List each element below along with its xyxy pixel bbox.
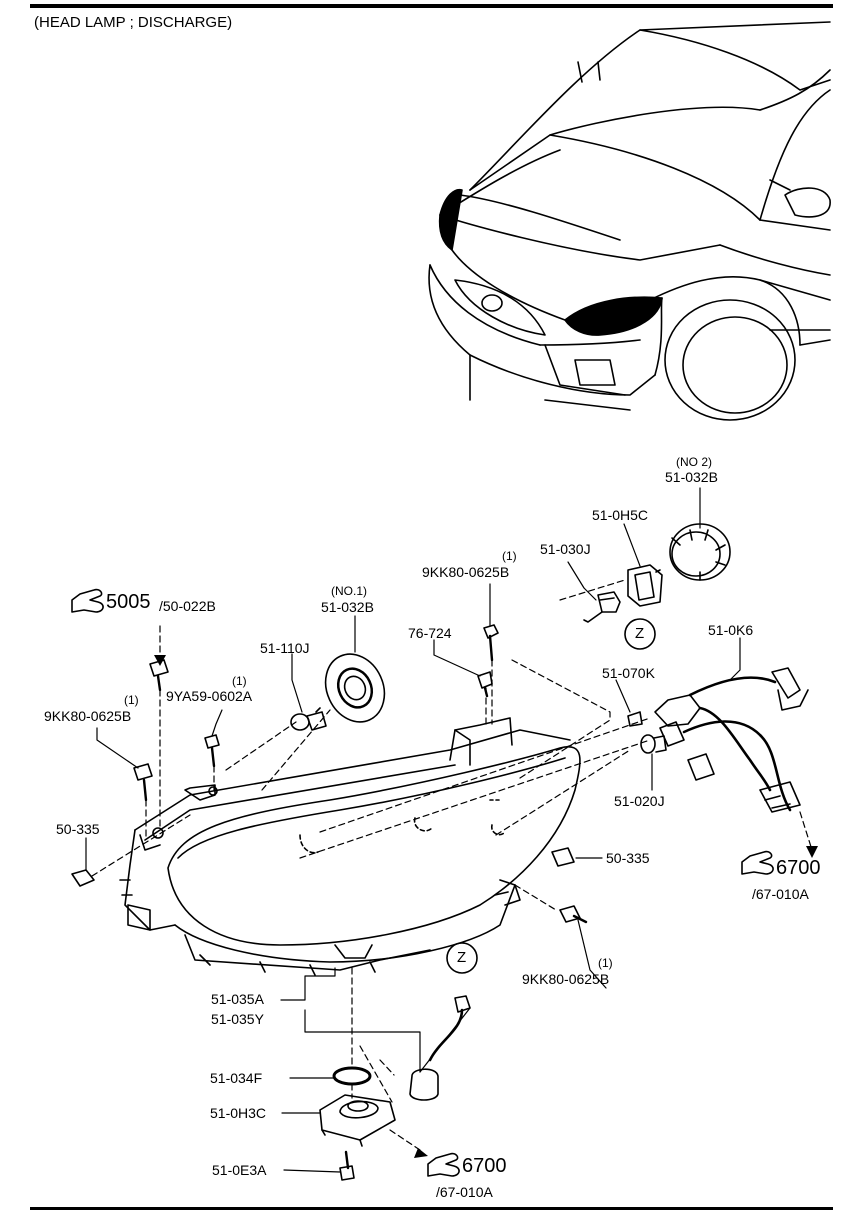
label-76724: 76-724 <box>408 625 452 641</box>
label-9kk-right-qty: (1) <box>598 956 613 970</box>
label-51020j: 51-020J <box>614 793 665 809</box>
label-51030j: 51-030J <box>540 541 591 557</box>
label-510k6: 51-0K6 <box>708 622 754 638</box>
nut-50335-left <box>71 869 95 887</box>
label-9ya-qty: (1) <box>232 674 247 688</box>
ref-6700-right-sub: /67-010A <box>752 886 809 902</box>
label-510h5c: 51-0H5C <box>592 507 649 523</box>
label-51035a: 51-035A <box>211 991 264 1007</box>
label-51032b-no2: 51-032B <box>665 469 718 485</box>
z-marker-lower: Z <box>457 949 467 966</box>
label-9kk-left: 9KK80-0625B <box>44 708 132 724</box>
dashed-lines <box>91 579 813 1151</box>
label-51032b-no1-qty: (NO.1) <box>331 584 367 598</box>
label-51032b-no2-qty: (NO 2) <box>676 455 712 469</box>
z-marker-upper: Z <box>635 625 645 642</box>
bottom-border <box>30 1207 833 1210</box>
leader-lines <box>85 487 741 1173</box>
label-51070k: 51-070K <box>602 665 655 681</box>
label-9ya: 9YA59-0602A <box>166 688 253 704</box>
harness-510k6 <box>654 667 809 813</box>
bulb-51020j <box>640 734 667 754</box>
ref-6700-bottom: 6700 <box>462 1155 507 1177</box>
label-510e3a: 51-0E3A <box>212 1162 267 1178</box>
screw-9ya <box>204 734 220 768</box>
bulb-51110j <box>290 707 327 731</box>
screw-9kk-right <box>559 905 588 924</box>
bulb-51030j <box>583 591 621 623</box>
label-9kk-right: 9KK80-0625B <box>522 971 610 987</box>
screw-9kk-left <box>133 763 153 802</box>
ballast-510h3c <box>319 1094 396 1147</box>
ref-6700-bottom-sub: /67-010A <box>436 1184 493 1200</box>
ignitor-510h5c <box>627 564 663 607</box>
pointer-icons <box>71 588 774 1177</box>
label-9kk-left-qty: (1) <box>124 693 139 707</box>
ref-5005-sub: /50-022B <box>159 598 216 614</box>
cap-ring-51034f <box>332 1066 372 1086</box>
cable-cap <box>409 995 471 1101</box>
clip-5005 <box>149 659 169 692</box>
label-51110j: 51-110J <box>260 640 310 656</box>
label-9kk-top-qty: (1) <box>502 549 517 563</box>
z-markers <box>446 618 656 974</box>
label-51035y: 51-035Y <box>211 1011 264 1027</box>
label-9kk-top: 9KK80-0625B <box>422 564 510 580</box>
car-illustration <box>428 21 831 421</box>
label-51034f: 51-034F <box>210 1070 263 1086</box>
arrows <box>154 655 818 1158</box>
diagram-title: (HEAD LAMP ; DISCHARGE) <box>34 14 233 31</box>
nut-50335-right <box>551 847 575 867</box>
screw-9kk-top <box>483 624 499 662</box>
bolt-510e3a <box>339 1150 355 1181</box>
label-510h3c: 51-0H3C <box>210 1105 267 1121</box>
socket-ring-no1 <box>324 653 386 723</box>
ref-6700-right: 6700 <box>776 857 821 879</box>
label-50335-right: 50-335 <box>606 850 650 866</box>
ref-5005: 5005 <box>106 591 151 613</box>
bulb-51070k <box>627 711 643 727</box>
headlamp-housing <box>119 717 581 976</box>
label-51032b-no1: 51-032B <box>321 599 374 615</box>
socket-ring-no2 <box>669 523 731 581</box>
label-50335-left: 50-335 <box>56 821 100 837</box>
top-border <box>30 4 833 8</box>
